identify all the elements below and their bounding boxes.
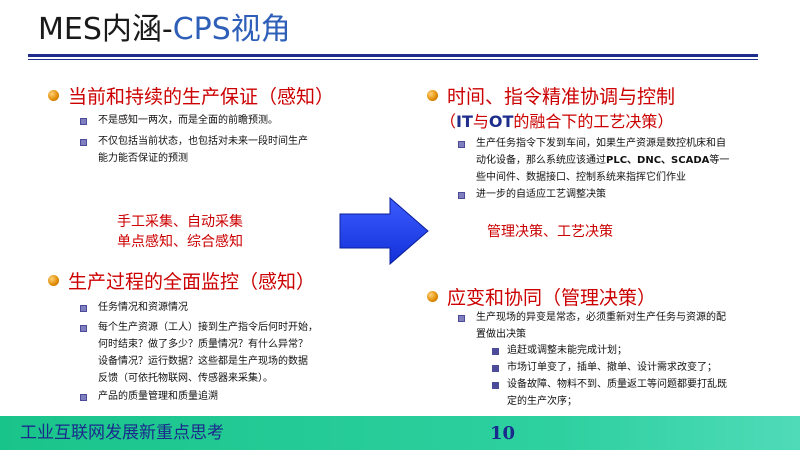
left-red-line2: 单点感知、综合感知 [117,234,243,250]
left-s2-bullet2-line4: 反馈（可依托物联网、传感器来采集）。 [98,373,273,384]
orange-bullet-icon [48,275,59,286]
square-bullet-icon [80,394,87,401]
square-bullet-icon [80,118,87,125]
right-s2-sub2: 市场订单变了，插单、撤单、设计需求改变了； [507,362,717,373]
subtitle-open-paren: （ [440,112,457,131]
right-s2-bullet-line2: 置做出决策 [476,329,526,340]
left-s2-bullet2-line1: 每个生产资源（工人）接到生产指令后何时开始， [98,322,318,333]
page-title: MES内涵-CPS视角 [38,10,291,50]
title-divider-thin [28,59,758,60]
square-bullet-icon [458,141,465,148]
left-red-line1: 手工采集、自动采集 [117,214,243,230]
square-bullet-icon [80,305,87,312]
page-title-part2: CPS视角 [172,12,291,47]
right-s2-sub1: 追赶或调整未能完成计划； [507,345,627,356]
left-s1-bullet2-line1: 不仅包括当前状态，也包括对未来一段时间生产 [98,136,308,147]
right-red-text: 管理决策、工艺决策 [487,224,613,240]
left-s1-bullet1: 不是感知一两次，而是全面的前瞻预测。 [98,115,278,126]
left-section1-heading-text: 当前和持续的生产保证（感知） [68,86,335,108]
subtitle-it: IT [456,112,473,131]
right-section1-subtitle: （IT与OT的融合下的工艺决策） [440,111,673,133]
title-divider [28,54,758,57]
page-number: 10 [490,423,516,444]
right-s1-bullet1-line1: 生产任务指令下发到车间，如果生产资源是数控机床和自 [476,138,726,149]
left-s1-bullet2-line2: 能力能否保证的预测 [98,153,188,164]
right-section2-heading: 应变和协同（管理决策） [427,286,656,310]
left-s2-bullet2-line3: 设备情况？运行数据？这些都是生产现场的数据 [98,356,308,367]
footer-bar [0,416,800,450]
square-bullet-icon [80,325,87,332]
right-s2-bullet-line1: 生产现场的异变是常态，必须重新对生产任务与资源的配 [476,312,726,323]
left-s2-bullet3: 产品的质量管理和质量追溯 [98,391,218,402]
square-bullet-icon [80,139,87,146]
page-title-part1: MES内涵- [38,12,173,47]
right-section1-heading: 时间、指令精准协调与控制 [427,85,675,109]
bullet1-line2-bold: PLC、DNC、SCADA [606,155,710,166]
right-section2-heading-text: 应变和协同（管理决策） [447,287,657,309]
square-bullet-icon [458,315,465,322]
right-arrow-icon [339,196,429,266]
subtitle-rest: 的融合下的工艺决策） [513,112,674,131]
right-s2-sub3-line2: 定的生产次序； [507,396,577,407]
square-bullet-icon [492,382,499,389]
right-s2-sub3-line1: 设备故障、物料不到、质量返工等问题都要打乱既 [507,379,727,390]
orange-bullet-icon [48,90,59,101]
left-s2-bullet1: 任务情况和资源情况 [98,302,188,313]
square-bullet-icon [492,348,499,355]
right-s1-bullet1-line3: 些中间件、数据接口、控制系统来指挥它们作业 [476,172,686,183]
orange-bullet-icon [427,291,438,302]
square-bullet-icon [492,365,499,372]
bullet1-line2-b: 等一 [709,155,730,166]
left-section2-heading: 生产过程的全面监控（感知） [48,270,315,294]
subtitle-ot: OT [488,112,514,131]
right-s1-bullet2: 进一步的自适应工艺调整决策 [476,189,606,200]
left-section2-heading-text: 生产过程的全面监控（感知） [68,271,316,293]
subtitle-and: 与 [472,112,489,131]
orange-bullet-icon [427,90,438,101]
left-section1-heading: 当前和持续的生产保证（感知） [48,85,334,109]
footer-text: 工业互联网发展新重点思考 [20,423,224,443]
right-s1-bullet1-line2: 动化设备，那么系统应该通过PLC、DNC、SCADA等一 [476,152,729,169]
left-s2-bullet2-line2: 何时结束？做了多少？质量情况？有什么异常？ [98,339,308,350]
bullet1-line2-a: 动化设备，那么系统应该通过 [476,155,606,166]
right-section1-heading-text: 时间、指令精准协调与控制 [447,86,676,108]
square-bullet-icon [458,192,465,199]
